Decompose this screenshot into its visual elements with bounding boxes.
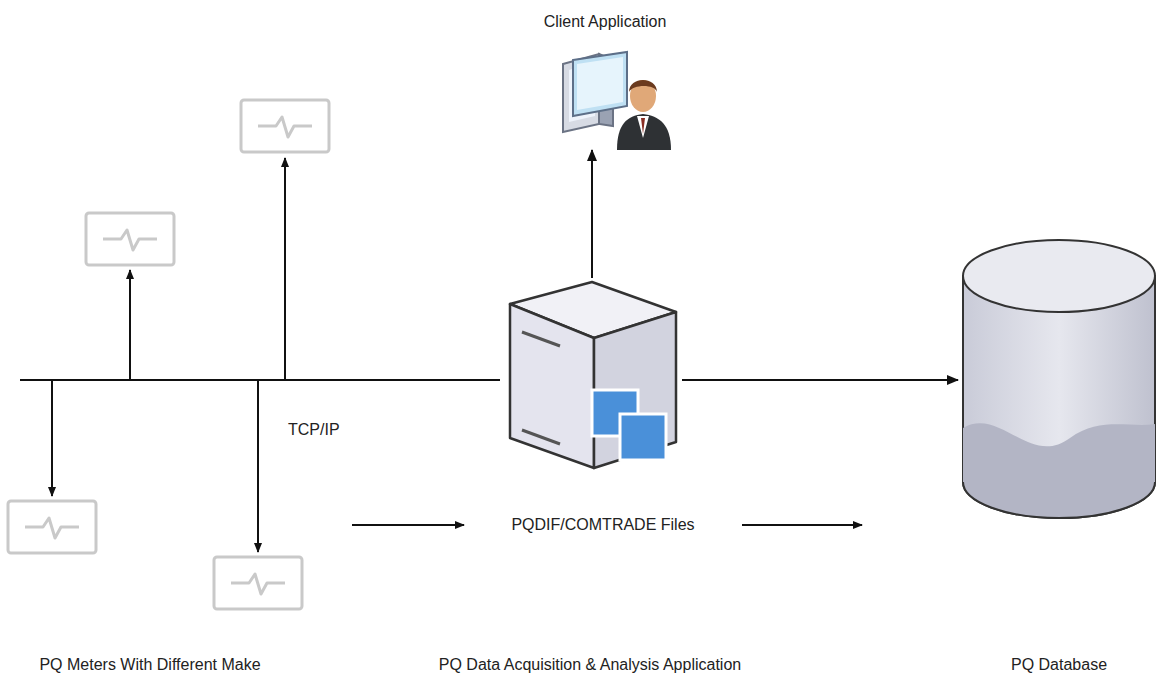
node-label: Client Application: [530, 12, 680, 32]
pq-meter-icons: [8, 100, 329, 609]
tcp-bus: [20, 158, 500, 552]
database-cylinder: [960, 238, 1158, 520]
connector-arrow: [591, 150, 593, 278]
client-icon: [555, 46, 675, 151]
file-format-label: PQDIF/COMTRADE Files: [508, 515, 697, 535]
meters-label: PQ Meters With Different Make: [36, 655, 263, 675]
node-label: PQ Data Acquisition & Analysis Applicati…: [439, 655, 741, 675]
database-node: PQ Database: [960, 238, 1158, 520]
network-label: TCP/IP: [285, 420, 343, 440]
connector-arrow: [682, 379, 958, 381]
client-node: Client Application: [530, 6, 680, 148]
server-icon: [500, 280, 680, 472]
node-label: PQ Database: [1011, 655, 1107, 675]
server-node: PQ Data Acquisition & Analysis Applicati…: [500, 280, 680, 472]
